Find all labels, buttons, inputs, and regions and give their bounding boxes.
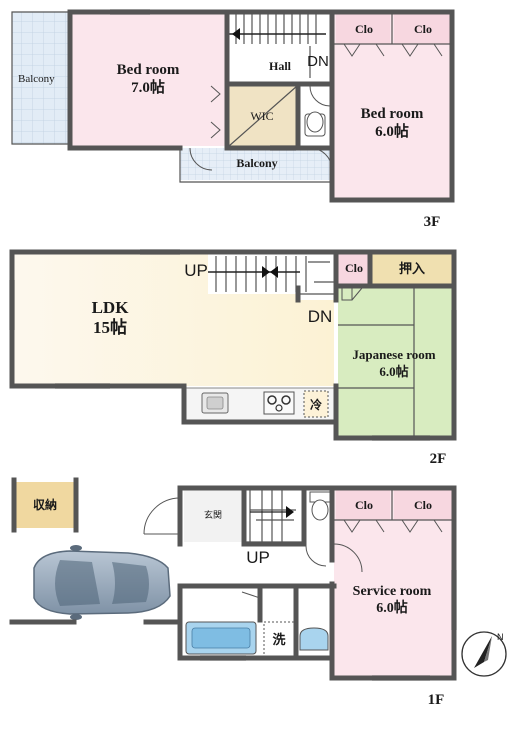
balcony-west-label: Balcony [18, 73, 55, 85]
storage-fill [14, 482, 76, 528]
closet-1f-2: Clo [414, 498, 432, 512]
ldk-size: 15帖 [93, 317, 127, 337]
closet-1f-1: Clo [355, 498, 373, 512]
washer-space [263, 621, 295, 657]
ldk-name: LDK [92, 298, 130, 317]
wic-label: WIC [250, 109, 273, 123]
bedroom-b-name: Bed room [361, 106, 424, 122]
compass-icon: N [461, 631, 507, 677]
japanese-room-name: Japanese room [352, 347, 435, 362]
oshiire-label: 押入 [399, 261, 425, 276]
compass-north-label: N [497, 632, 504, 642]
floor-2f: UP DN LDK 15帖 Clo 押入 Japanese room 6.0帖 … [9, 249, 457, 467]
floor-1f: 収納 玄関 UP Clo Clo Service room 6.0帖 洗 1F [9, 477, 457, 708]
bedroom-a-size: 7.0帖 [131, 78, 165, 96]
washbasin [299, 627, 329, 651]
japanese-fill [338, 288, 454, 438]
stair-up-2f: UP [184, 261, 208, 280]
stair-3f [229, 12, 332, 78]
entrance-label: 玄関 [204, 509, 222, 520]
stair-2f [208, 254, 334, 295]
storage-label: 収納 [33, 497, 57, 512]
japanese-room-size: 6.0帖 [379, 364, 408, 379]
stair-1f [244, 490, 304, 543]
stove-icon [263, 391, 295, 415]
closet-2f: Clo [345, 261, 363, 275]
closet-3f-2: Clo [414, 22, 432, 36]
floor-label-2f: 2F [430, 451, 447, 467]
fridge-label: 冷 [310, 397, 322, 412]
bedroom-b-size: 6.0帖 [375, 122, 409, 140]
washer-label: 洗 [272, 632, 285, 647]
bedroom-a-name: Bed room [117, 62, 180, 78]
stair-dn-3f: DN [307, 53, 329, 70]
floor-label-3f: 3F [424, 214, 441, 230]
bedroom-7-fill [72, 12, 225, 146]
floor-3f: Balcony Bed room 7.0帖 Hall DN WIC Balcon… [11, 9, 455, 230]
service-room-name: Service room [353, 584, 432, 599]
closet-3f-1: Clo [355, 22, 373, 36]
hall-label: Hall [269, 59, 292, 73]
floor-label-1f: 1F [428, 692, 445, 708]
toilet-1f-icon [309, 491, 331, 521]
car-icon [33, 545, 171, 620]
stair-up-1f: UP [246, 548, 270, 567]
fridge-space [303, 390, 329, 418]
toilet-3f-icon [304, 111, 326, 137]
balcony-south-label: Balcony [236, 156, 277, 170]
service-room-size: 6.0帖 [376, 599, 408, 616]
sink-icon [201, 392, 229, 414]
balcony-south [180, 148, 332, 180]
balcony-west [12, 12, 70, 144]
stair-dn-2f: DN [308, 307, 333, 326]
